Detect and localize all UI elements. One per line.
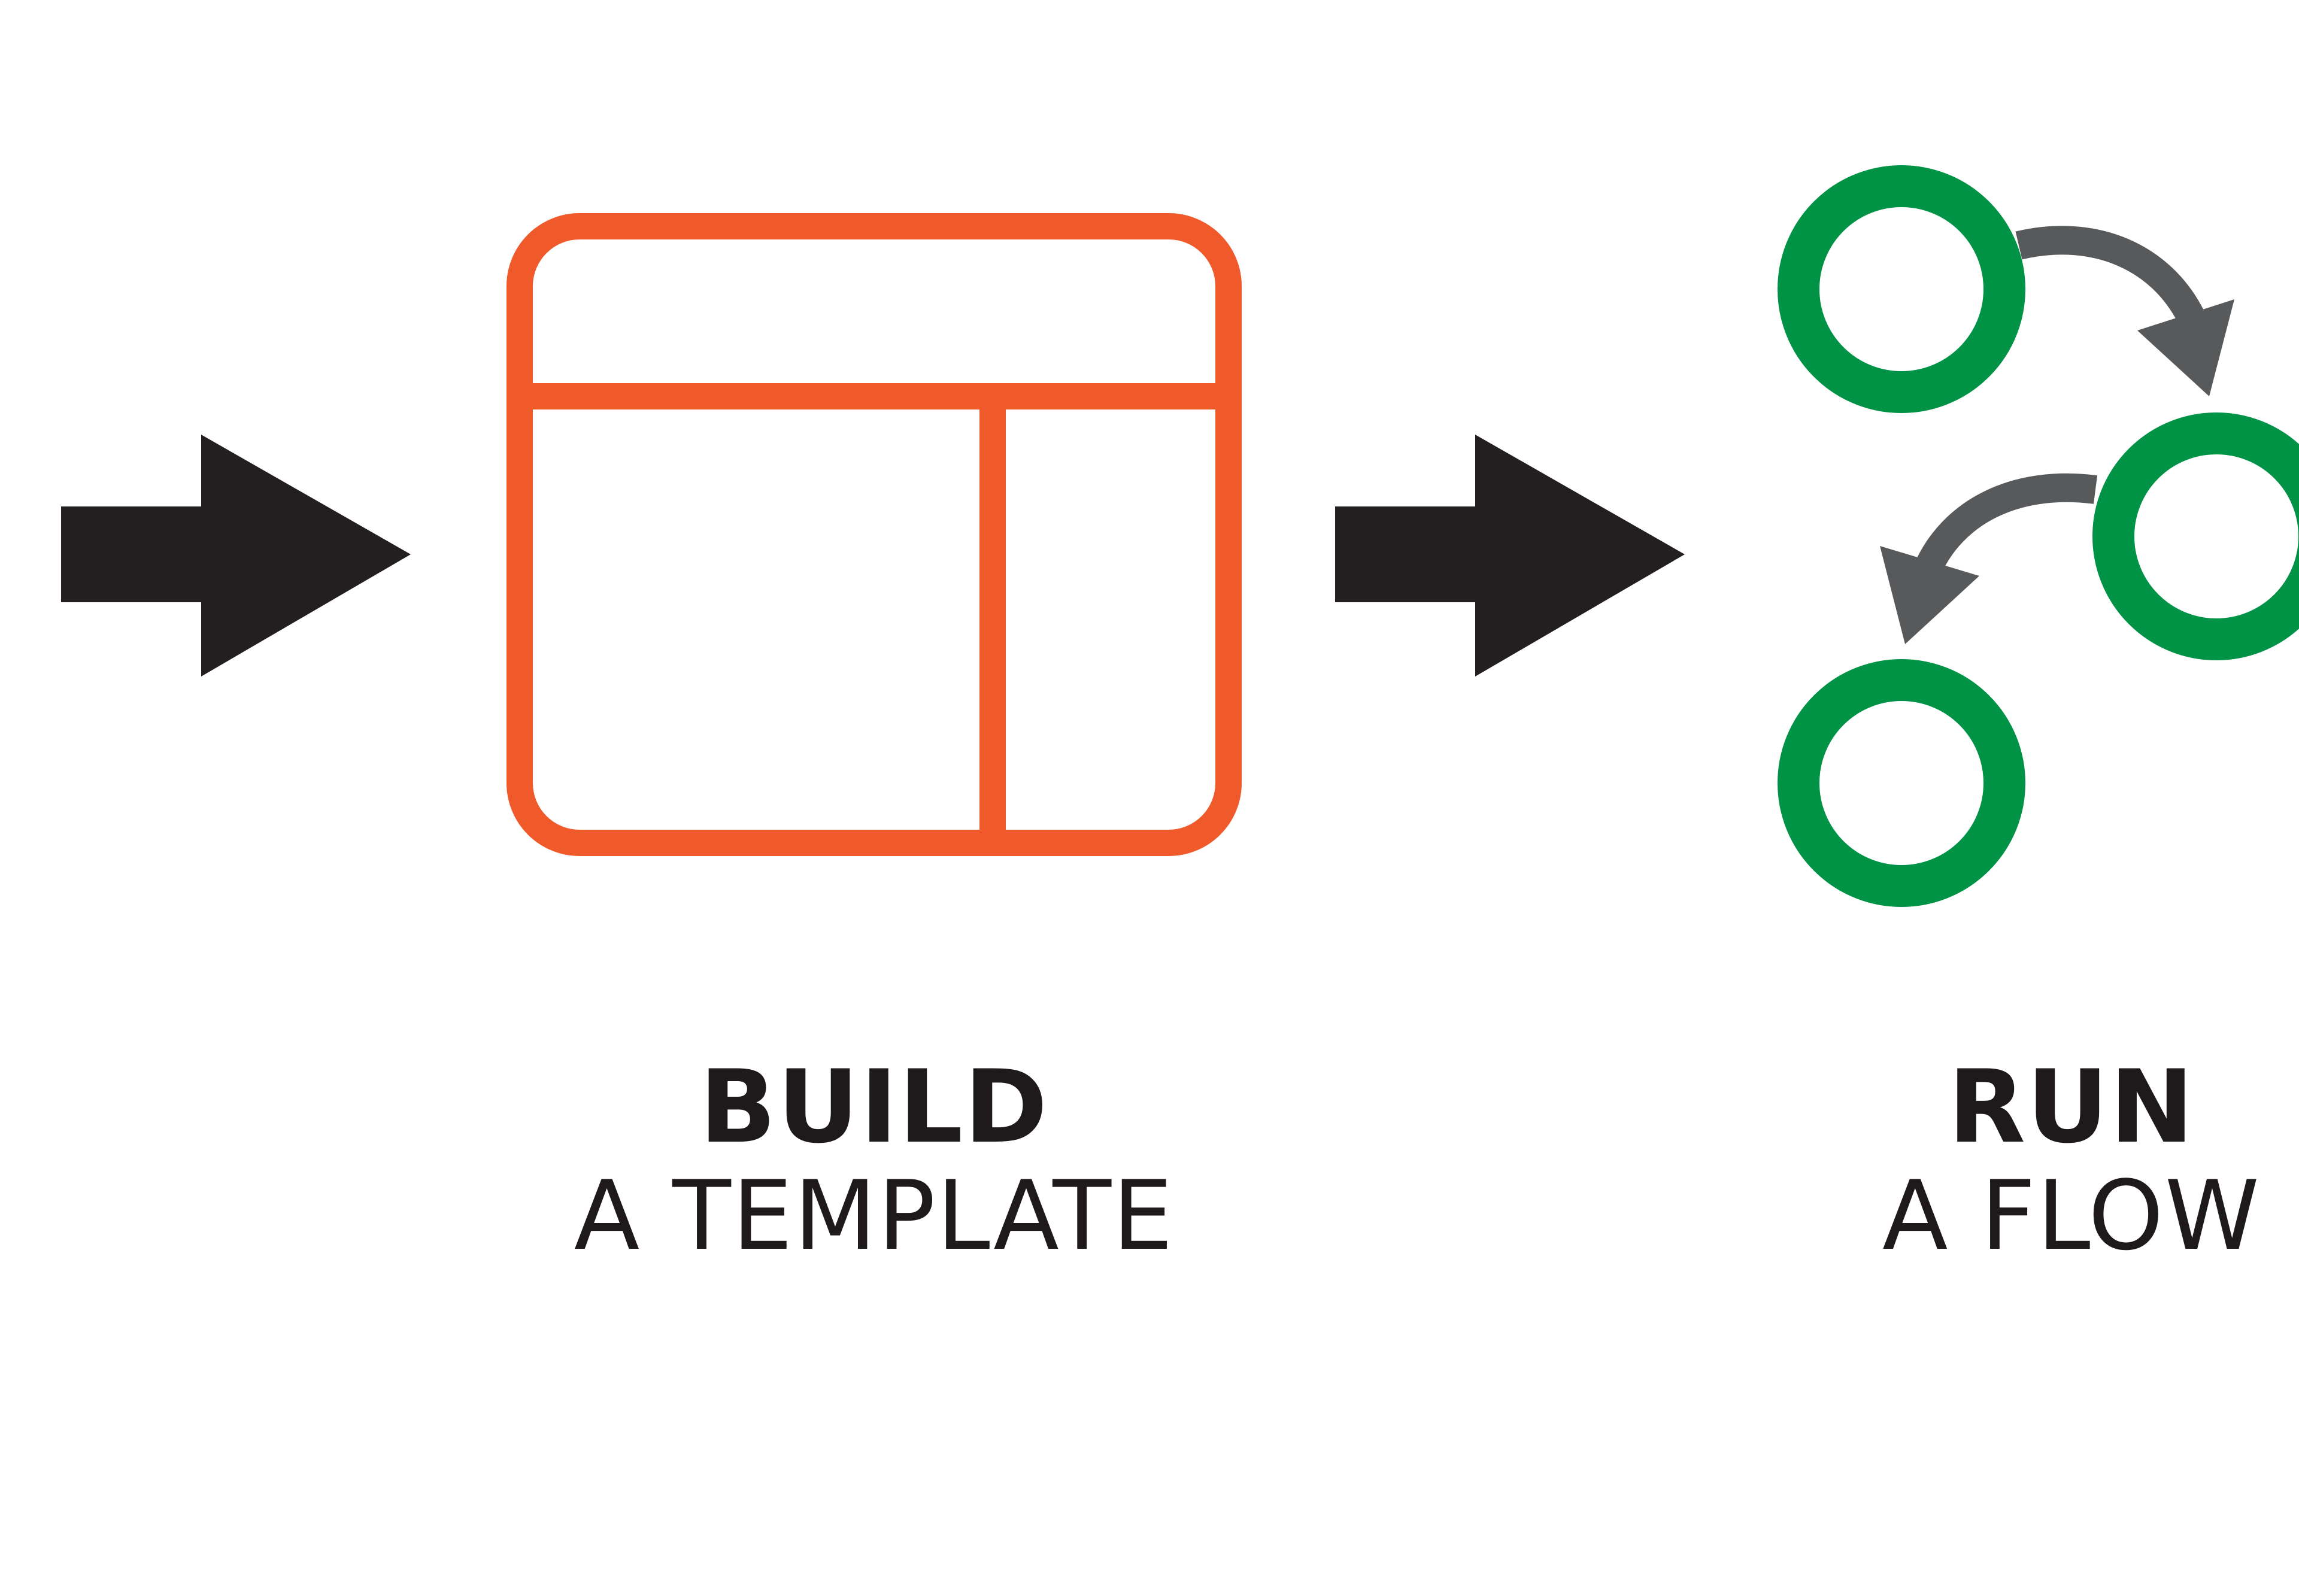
step-title: BUILD	[699, 1048, 1049, 1166]
step-label-run: RUN A FLOW	[1808, 1057, 2299, 1264]
flow-node-right	[2092, 412, 2299, 660]
curved-arrow-head	[1880, 546, 1979, 644]
right-arrow-icon	[1335, 435, 1685, 676]
curved-arrow-down-left-icon	[1915, 473, 2098, 575]
template-frame	[506, 213, 1242, 856]
step-subtitle: A FLOW	[1882, 1160, 2261, 1272]
right-arrow-icon	[61, 435, 411, 676]
step-subtitle: A TEMPLATE	[574, 1160, 1175, 1272]
step-label-build: BUILD A TEMPLATE	[527, 1057, 1221, 1264]
flow-nodes-icon	[1778, 165, 2299, 907]
curved-arrow-down-right-icon	[2015, 226, 2204, 324]
flow-node-top	[1778, 165, 2025, 413]
flow-node-bottom	[1778, 659, 2025, 907]
step-title: RUN	[1948, 1048, 2195, 1166]
template-layout-icon	[506, 213, 1242, 856]
curved-arrow-head	[2137, 299, 2234, 396]
